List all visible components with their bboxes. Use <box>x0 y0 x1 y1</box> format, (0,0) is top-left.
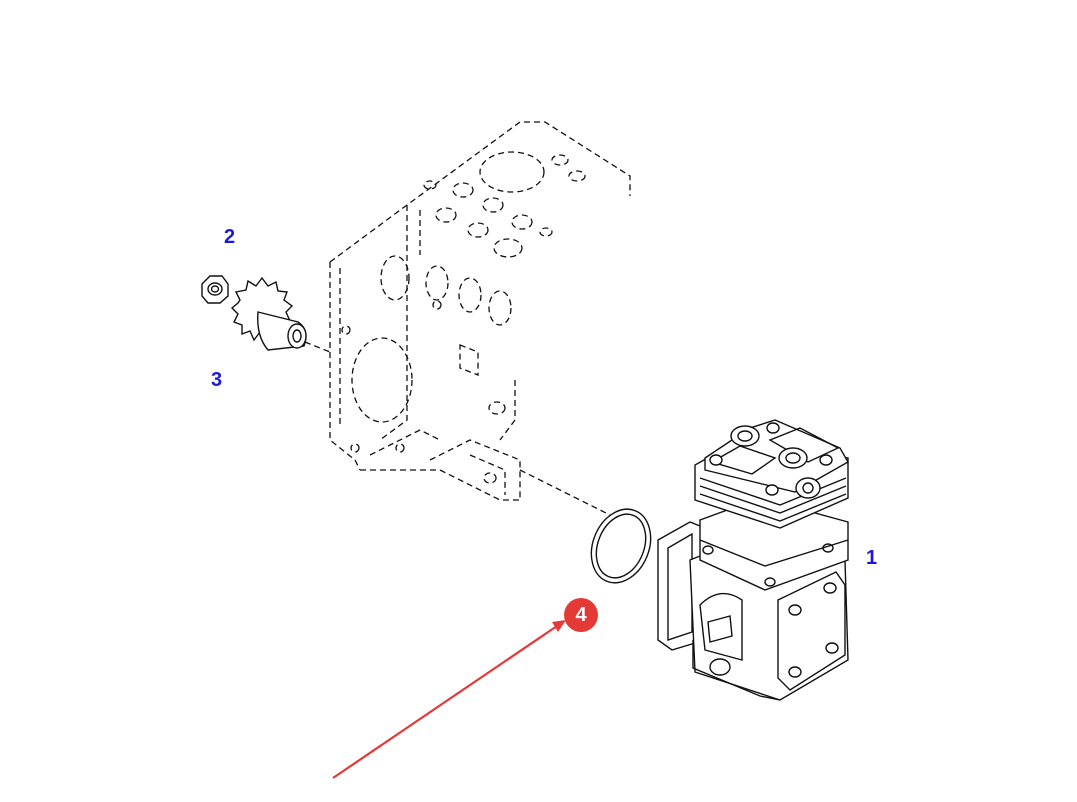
callout-part-2: 2 <box>224 226 236 248</box>
callout-part-1: 1 <box>866 547 878 569</box>
air-compressor-part-1 <box>657 419 849 701</box>
highlight-badge-part-4[interactable]: 4 <box>564 598 598 632</box>
nut-part-2 <box>201 275 229 304</box>
oring-seal-part-4 <box>590 508 652 584</box>
callout-part-3: 3 <box>211 369 223 391</box>
assembly-guide-lines <box>304 341 611 516</box>
gear-part-3 <box>230 276 307 351</box>
highlight-arrow <box>332 620 566 779</box>
engine-block-outline <box>329 121 631 501</box>
